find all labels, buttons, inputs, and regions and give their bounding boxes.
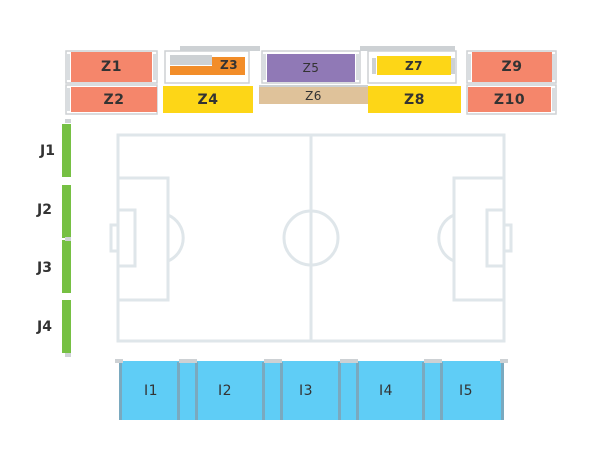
section-j3[interactable] [62, 240, 71, 293]
section-j1-label: J1 [40, 143, 55, 159]
j-structure-cap-3 [65, 353, 71, 357]
j-structure-cap-1 [65, 119, 71, 123]
section-z6[interactable]: Z6 [259, 87, 368, 104]
section-j2-label: J2 [37, 202, 52, 218]
section-z3[interactable]: Z3 [170, 57, 245, 75]
section-j4[interactable] [62, 300, 71, 353]
section-z9[interactable]: Z9 [472, 52, 552, 82]
section-z2-label: Z2 [103, 91, 125, 108]
section-z8[interactable]: Z8 [368, 86, 461, 113]
section-z3-fill [170, 66, 245, 75]
section-z5-label: Z5 [302, 61, 320, 75]
section-z5[interactable]: Z5 [267, 54, 355, 82]
section-z10[interactable]: Z10 [468, 87, 551, 112]
section-i5-label: I5 [458, 382, 474, 399]
section-i2-label: I2 [217, 382, 233, 399]
section-z3-label: Z3 [220, 58, 239, 72]
section-z4-label: Z4 [197, 91, 219, 108]
section-j3-label: J3 [37, 260, 52, 276]
section-z3-fill-right [212, 57, 245, 75]
section-z1[interactable]: Z1 [71, 52, 152, 82]
section-j2[interactable] [62, 185, 71, 238]
section-i3-label: I3 [298, 382, 314, 399]
section-z6-label: Z6 [305, 88, 322, 103]
section-z7-label: Z7 [404, 58, 424, 73]
section-j1[interactable] [62, 124, 71, 177]
section-z7[interactable]: Z7 [377, 56, 451, 75]
section-j4-label: J4 [37, 319, 52, 335]
section-z1-label: Z1 [101, 59, 122, 75]
section-z8-label: Z8 [404, 91, 425, 108]
section-i1-label: I1 [143, 382, 159, 399]
section-z4[interactable]: Z4 [163, 86, 253, 113]
section-z10-label: Z10 [493, 91, 526, 108]
section-z9-label: Z9 [501, 59, 523, 75]
section-i1[interactable]: I1 [120, 361, 182, 420]
section-z2[interactable]: Z2 [71, 87, 157, 112]
section-i4-label: I4 [378, 382, 394, 399]
j-structure-cap-2 [65, 237, 71, 241]
